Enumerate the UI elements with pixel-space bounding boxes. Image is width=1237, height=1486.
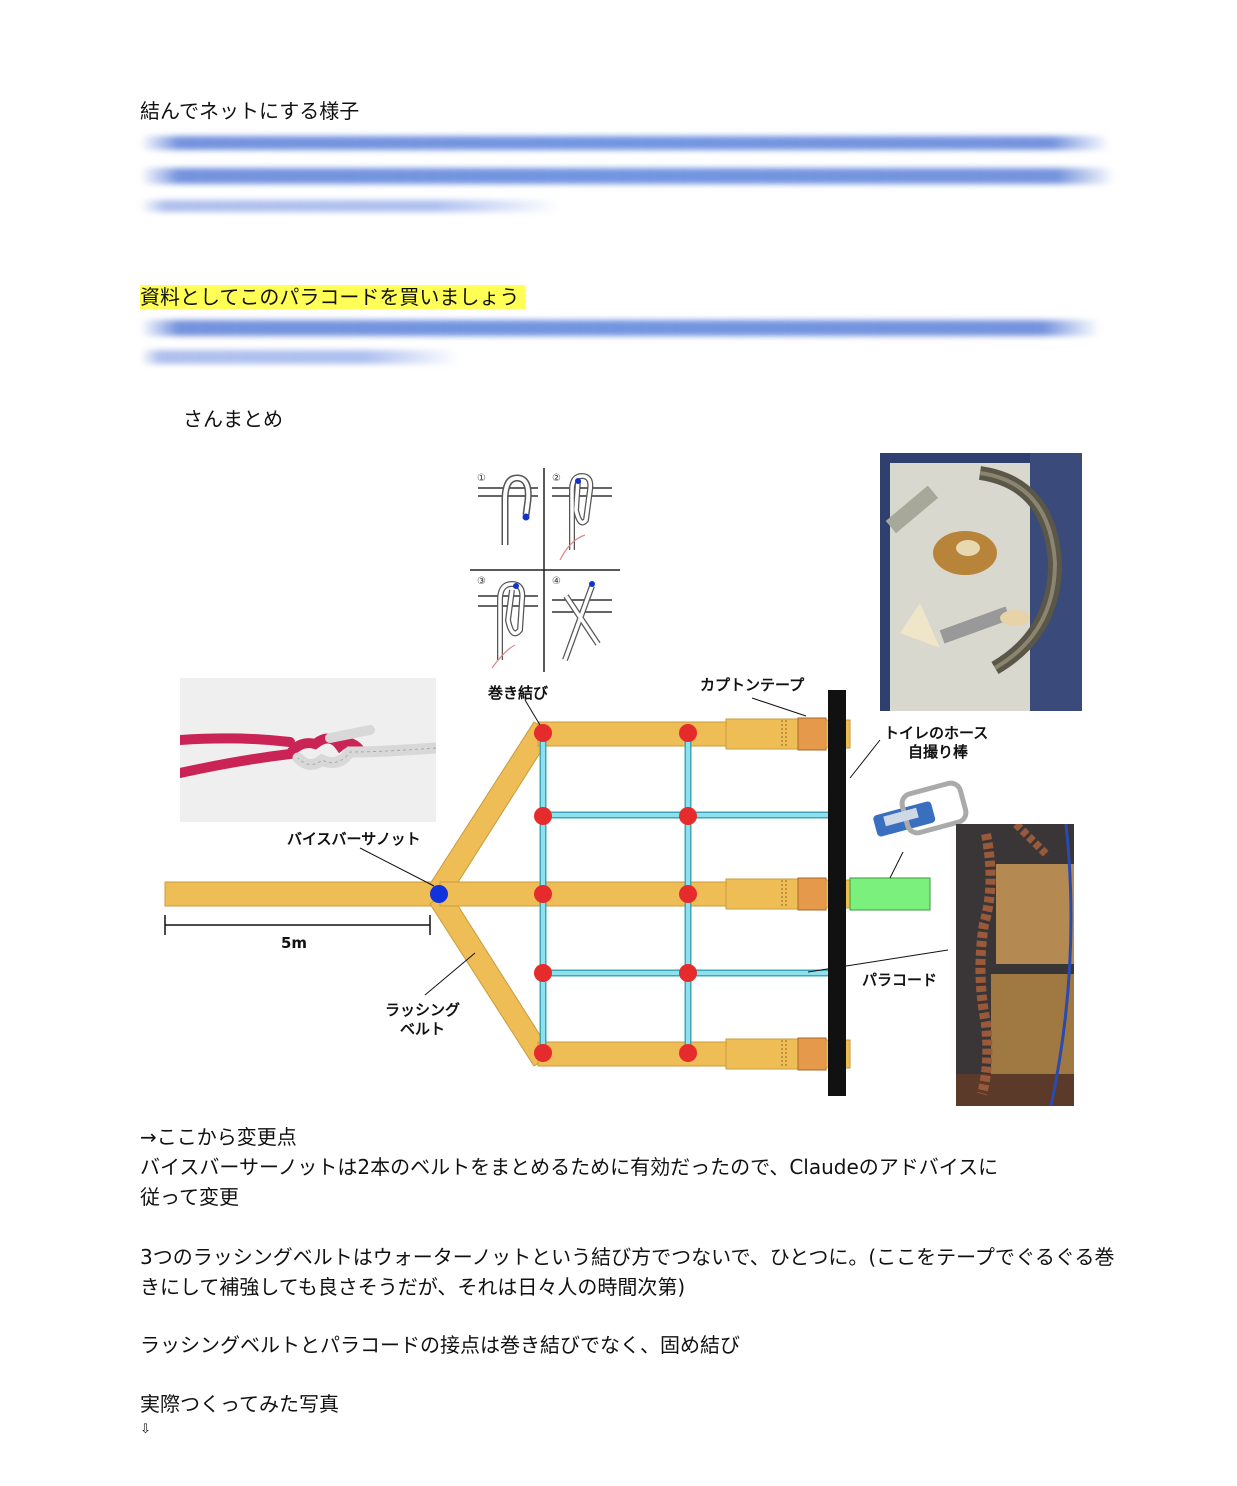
section-heading-paracord: 資料としてこのパラコードを買いましょう bbox=[140, 282, 526, 312]
bottom-belt bbox=[537, 1041, 729, 1067]
body-text: バイスバーサーノットは2本のベルトをまとめるために有効だったので、Claudeの… bbox=[140, 1155, 999, 1179]
redacted-line bbox=[140, 350, 460, 364]
label-lashing-1: ラッシング bbox=[385, 1001, 460, 1019]
kapton-tape bbox=[797, 717, 827, 1071]
redacted-line bbox=[140, 168, 1115, 184]
body-text: 従って変更 bbox=[140, 1185, 239, 1209]
step-number: ② bbox=[552, 473, 561, 484]
upper-belt-branch bbox=[429, 721, 553, 899]
step-number: ④ bbox=[552, 576, 561, 587]
lashing-belts bbox=[164, 718, 799, 1070]
clove-hitch-steps-illustration: ① ② ③ ④ bbox=[468, 458, 620, 674]
body-text: きにして補強しても良さそうだが、それは日々人の時間次第) bbox=[140, 1275, 686, 1299]
label-paracord: パラコード bbox=[862, 971, 937, 989]
step-number: ① bbox=[477, 473, 486, 484]
redacted-line bbox=[140, 320, 1100, 336]
change-heading: →ここから変更点 bbox=[140, 1125, 297, 1149]
redacted-line bbox=[140, 136, 1110, 150]
section-heading-net: 結んでネットにする様子 bbox=[140, 99, 360, 123]
net-diagram: ① ② ③ ④ bbox=[164, 458, 988, 1096]
label-makimusubi: 巻き結び bbox=[487, 684, 548, 702]
belt-seams bbox=[781, 720, 787, 1068]
main-belt bbox=[164, 881, 441, 907]
body-text: ラッシングベルトとパラコードの接点は巻き結びでなく、固め結び bbox=[140, 1333, 740, 1357]
label-lashing-2: ベルト bbox=[400, 1020, 445, 1038]
clove-hitch-knots bbox=[534, 724, 697, 1062]
vice-versa-knot bbox=[430, 885, 448, 903]
label-selfie: 自撮り棒 bbox=[908, 743, 969, 761]
down-arrow-icon: ⇩ bbox=[140, 1422, 151, 1437]
leader-lines bbox=[359, 697, 949, 996]
selfie-stick-pole bbox=[828, 690, 846, 1096]
top-belt bbox=[537, 721, 729, 747]
label-length: 5m bbox=[281, 934, 307, 952]
step-number: ③ bbox=[477, 576, 486, 587]
lower-belt-branch bbox=[429, 889, 553, 1067]
cargo-chain-photo bbox=[956, 824, 1074, 1106]
label-vice-versa: バイスバーサノット bbox=[287, 830, 421, 848]
label-kapton: カプトンテープ bbox=[700, 676, 805, 694]
redacted-line bbox=[140, 200, 560, 212]
length-dimension bbox=[164, 915, 431, 935]
highlighted-text: 資料としてこのパラコードを買いましょう bbox=[140, 285, 526, 309]
photo-heading: 実際つくってみた写真 bbox=[140, 1392, 339, 1416]
summary-label: さんまとめ bbox=[183, 407, 283, 431]
knot-photo bbox=[180, 678, 436, 822]
body-text: 3つのラッシングベルトはウォーターノットという結び方でつないで、ひとつに。(ここ… bbox=[140, 1245, 1115, 1269]
label-hose: トイレのホース bbox=[884, 724, 988, 742]
toilet-hose-photo bbox=[880, 453, 1082, 711]
ratchet-box bbox=[849, 877, 931, 911]
